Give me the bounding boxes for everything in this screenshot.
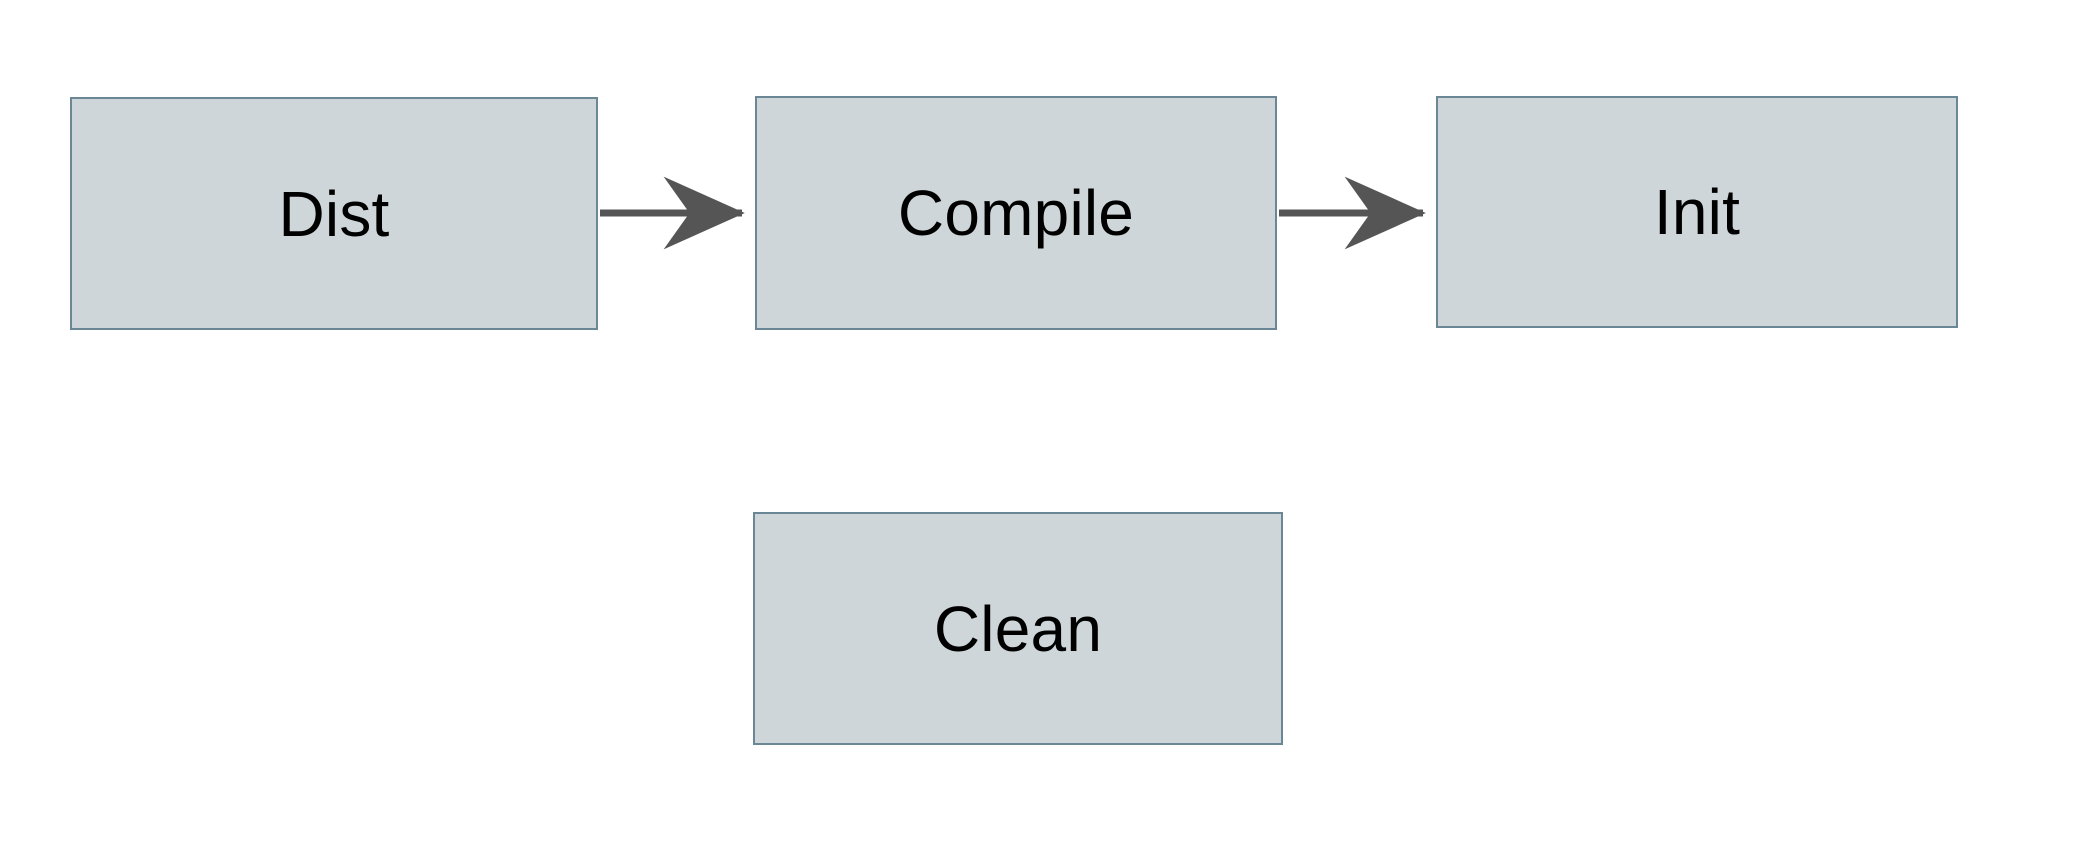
node-init-label: Init [1653,176,1741,248]
node-compile-label: Compile [897,177,1135,249]
node-clean-label: Clean [933,592,1103,665]
node-compile[interactable]: Compile [755,96,1277,330]
node-dist-label: Dist [278,177,390,250]
node-dist[interactable]: Dist [70,97,598,330]
node-clean[interactable]: Clean [753,512,1283,745]
node-init[interactable]: Init [1436,96,1958,328]
